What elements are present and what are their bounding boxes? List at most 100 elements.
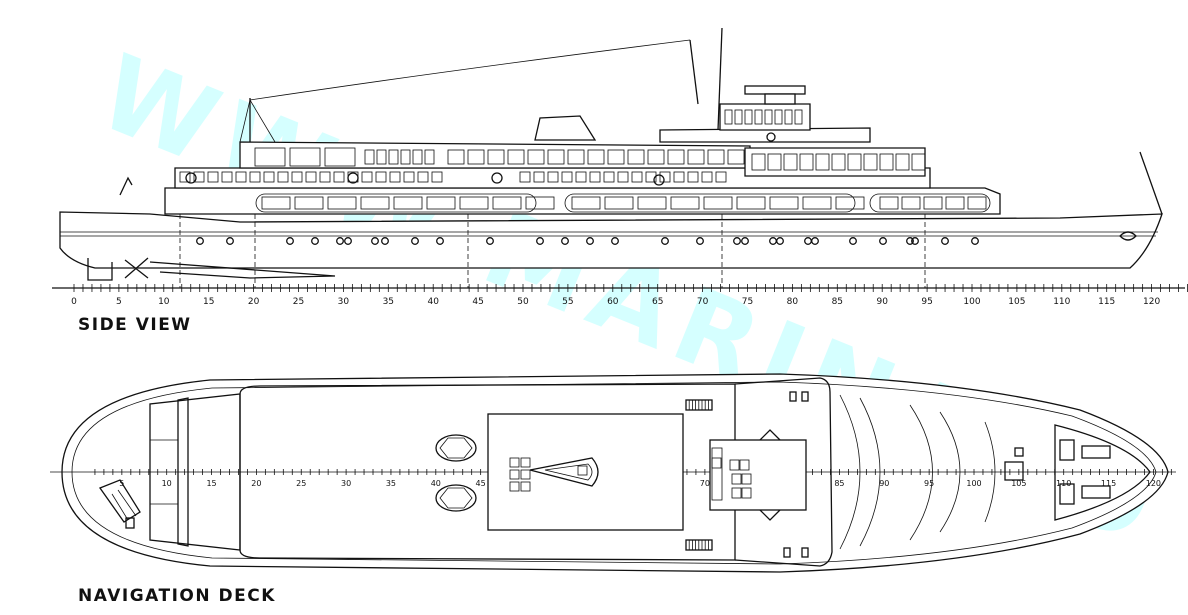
deck-frame-label: 105 [1011,479,1026,488]
side-porthole [344,237,352,245]
side-upper-deck-window [561,171,573,183]
side-ticks [73,284,1188,292]
side-porthole [486,237,494,245]
side-frame-label: 55 [562,297,573,307]
side-porthole [811,237,819,245]
side-lower-window [736,196,766,210]
side-main-mast [717,27,723,131]
side-frame-label: 70 [697,297,709,307]
side-frame-label: 5 [116,297,122,307]
side-frame-label: 120 [1143,297,1160,307]
side-upper-deck-window [235,171,247,183]
side-upper-deck-window [533,171,545,183]
deck-vent [509,481,520,492]
side-lower-window [426,196,456,210]
deck-frame-label: 95 [924,479,934,488]
side-radar-platform [744,85,806,95]
deck-wheelhouse-console [731,473,742,485]
deck-steering-gear-detail [111,489,137,521]
side-upper-window [412,149,423,165]
deck-vent [520,457,531,468]
deck-fwd-curve-4 [939,411,961,533]
side-bow-logo [1119,231,1137,241]
deck-vent [509,469,520,480]
side-upper-window [388,149,399,165]
navigation-deck-view: 5101520253035404550556065707580859095100… [50,373,1176,573]
side-lower-window [459,196,489,210]
side-upper-window [527,149,545,165]
side-lower-window [703,196,733,210]
deck-liferaft-port [435,434,477,462]
side-porthole [741,237,749,245]
deck-wheelhouse-console [741,473,752,485]
side-porthole [371,237,379,245]
side-porthole [436,237,444,245]
side-upper-window [707,149,725,165]
side-upper-window [289,147,321,167]
deck-wheelhouse-console [739,459,750,471]
side-upper-deck-window [715,171,727,183]
side-porthole [906,237,914,245]
side-frame-label: 10 [158,297,170,307]
side-rudder [87,258,113,281]
side-lifebuoy-3 [491,172,503,184]
side-bridge-window [879,153,894,171]
side-stern-flag [119,176,133,196]
side-frame-label: 85 [832,297,843,307]
side-lifebuoy-5 [766,132,776,142]
deck-frame-label: 70 [700,479,710,488]
side-rigging-line [249,39,691,101]
deck-wheelhouse-plan [709,439,807,511]
deck-frame-label: 120 [1146,479,1161,488]
side-lifebuoy-2 [347,172,359,184]
side-lower-window [294,196,324,210]
deck-forepeak [1054,424,1151,521]
side-lower-window [360,196,390,210]
side-upper-window [727,149,745,165]
side-upper-deck-window [319,171,331,183]
side-upper-deck-window [249,171,261,183]
deck-frame-label: 15 [206,479,216,488]
deck-fwd-vent [1014,447,1024,457]
side-upper-window [424,149,435,165]
deck-frame-label: 100 [966,479,981,488]
navigation-deck-title: NAVIGATION DECK [78,586,276,606]
side-lower-window [802,196,832,210]
side-upper-deck-window [417,171,429,183]
deck-liferaft-starboard-inner [439,487,473,509]
side-wheelhouse-window [764,109,773,125]
deck-vent [509,457,520,468]
side-wheelhouse-window [774,109,783,125]
deck-vents [509,457,588,492]
side-shaft-bracket [149,261,336,279]
deck-aft-rail [177,397,189,547]
side-porthole [226,237,234,245]
side-aft-mast-stays [239,99,276,143]
side-upper-window [687,149,705,165]
side-wheelhouse-window [734,109,743,125]
side-wheelhouse-window [724,109,733,125]
deck-fwd-hatch [1004,461,1024,481]
deck-bollard-4 [801,547,809,558]
side-lower-window [327,196,357,210]
deck-liferaft-port-inner [439,437,473,459]
deck-frame-label: 35 [386,479,396,488]
deck-vent [520,469,531,480]
side-frame-label: 80 [787,297,799,307]
side-upper-window [447,149,465,165]
side-upper-deck-window [207,171,219,183]
side-frame-label: 15 [203,297,214,307]
side-frame-label: 60 [607,297,619,307]
deck-frame-label: 20 [251,479,261,488]
side-upper-deck-window [361,171,373,183]
side-upper-deck-window [305,171,317,183]
deck-fwd-curve-2 [859,397,881,547]
side-lower-windows [261,196,987,210]
side-frame-label: 50 [517,297,529,307]
side-bridge-window [815,153,830,171]
side-upper-deck-window [659,171,671,183]
side-porthole [196,237,204,245]
deck-steering-post [125,517,135,529]
side-wheelhouse-window [794,109,803,125]
